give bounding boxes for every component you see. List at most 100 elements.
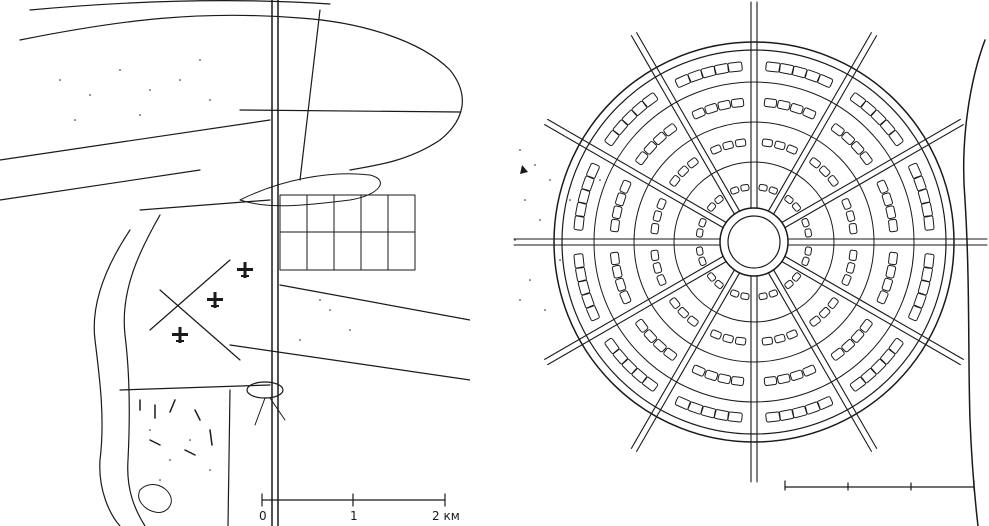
city-block	[710, 144, 722, 155]
city-block	[841, 131, 855, 146]
roundabout-spoke-2	[269, 397, 286, 421]
ring-mid-1	[673, 161, 835, 323]
city-block	[704, 103, 719, 115]
city-block	[849, 92, 866, 108]
river-upper-bank	[29, 0, 331, 11]
city-block	[740, 292, 750, 301]
city-block	[727, 61, 743, 73]
city-block	[687, 157, 699, 169]
city-block	[677, 165, 689, 177]
right-scale-bar	[784, 480, 975, 491]
city-block	[722, 140, 734, 151]
city-block	[730, 289, 740, 298]
city-block	[923, 215, 935, 231]
vegetation-dots	[59, 59, 351, 481]
city-block	[714, 279, 724, 289]
city-block	[841, 274, 852, 286]
road-vertical-3	[227, 389, 231, 526]
city-block	[881, 192, 893, 207]
city-block	[801, 218, 810, 228]
city-block	[691, 107, 706, 120]
city-block	[677, 307, 689, 319]
radial-avenue	[773, 35, 878, 215]
city-block	[841, 338, 855, 353]
city-block	[802, 107, 817, 120]
city-block	[653, 131, 667, 146]
city-block	[717, 99, 732, 111]
city-block	[707, 272, 717, 282]
city-block	[913, 292, 927, 309]
city-block	[860, 100, 877, 117]
city-block	[849, 376, 866, 392]
city-block	[876, 179, 889, 194]
city-block	[656, 198, 667, 210]
city-block	[643, 329, 658, 343]
city-block	[621, 358, 638, 375]
radial-avenues	[513, 1, 988, 483]
city-block	[819, 165, 831, 177]
road-horizontal-3	[0, 169, 201, 201]
city-block	[908, 304, 922, 322]
city-block	[765, 411, 781, 423]
central-ring-outer	[719, 207, 789, 277]
city-block	[674, 396, 692, 410]
city-block	[888, 251, 898, 266]
city-block	[859, 318, 873, 333]
city-block	[612, 348, 629, 365]
city-block	[876, 290, 889, 305]
radial-avenue	[636, 32, 741, 212]
radial-avenue	[781, 118, 961, 223]
city-block	[717, 373, 732, 385]
city-block	[859, 151, 873, 166]
city-block	[830, 123, 845, 137]
airplane-icon	[207, 292, 223, 308]
radial-avenue	[767, 32, 872, 212]
road-horizontal-2	[0, 119, 271, 161]
scale-label-2: 2 км	[432, 509, 460, 523]
radial-avenue	[767, 272, 872, 452]
city-block	[586, 162, 600, 180]
city-block	[687, 315, 699, 327]
central-ring-inner	[727, 215, 781, 269]
city-block	[776, 99, 791, 111]
radial-avenue	[773, 269, 878, 449]
ring-mid-3	[593, 81, 915, 403]
city-block	[643, 141, 658, 155]
left-city-plan: 0 1 2 км	[0, 0, 470, 526]
outer-ring-inner	[561, 49, 947, 435]
city-block	[888, 337, 904, 354]
road-horizontal-5	[229, 344, 470, 381]
city-block	[663, 347, 678, 361]
city-block	[652, 262, 663, 274]
city-block	[635, 151, 649, 166]
city-block	[841, 198, 852, 210]
city-block	[774, 333, 786, 344]
river-right	[962, 39, 986, 526]
city-block	[763, 376, 778, 386]
city-block	[908, 162, 922, 180]
city-block	[850, 141, 865, 155]
city-block	[784, 279, 794, 289]
city-block	[663, 123, 678, 137]
city-block	[827, 175, 839, 187]
city-block	[850, 329, 865, 343]
outer-ring-outer	[553, 41, 955, 443]
city-block	[610, 218, 620, 233]
road-vertical-2	[299, 9, 321, 181]
road-horizontal-1	[239, 109, 461, 113]
city-block	[621, 109, 638, 126]
city-block	[619, 290, 632, 305]
city-block	[691, 364, 706, 377]
city-block	[888, 130, 904, 147]
road-diagonal-1	[159, 289, 241, 361]
city-block	[802, 364, 817, 377]
city-block	[727, 411, 743, 423]
city-block	[804, 246, 813, 256]
city-block	[784, 195, 794, 205]
river-upper	[19, 14, 463, 171]
city-block	[888, 218, 898, 233]
city-block	[848, 222, 858, 235]
city-block	[611, 264, 623, 279]
city-block	[791, 272, 801, 282]
city-blocks	[573, 61, 935, 423]
